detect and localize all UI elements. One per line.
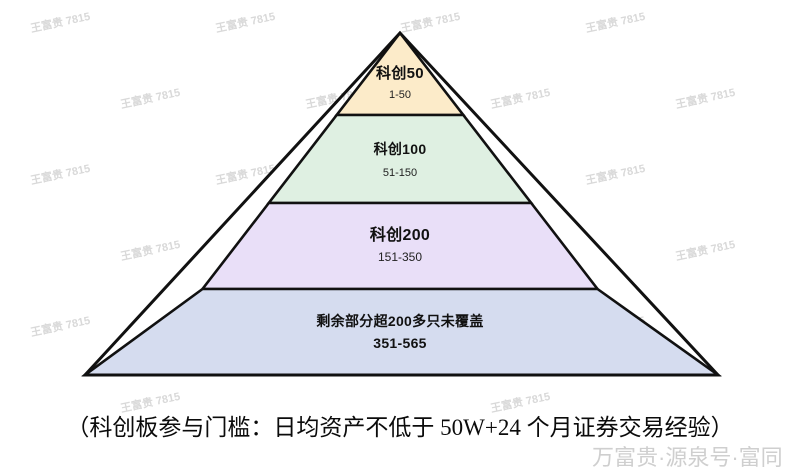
pyramid-tier-2-segment	[266, 113, 534, 205]
pyramid-tier-3-segment	[199, 201, 601, 291]
pyramid-tier-4-segment	[81, 287, 723, 377]
diagram-caption: （科创板参与门槛：日均资产不低于 50W+24 个月证券交易经验）	[66, 415, 734, 440]
pyramid-tier-1-segment	[334, 30, 466, 117]
pyramid-outline	[81, 30, 722, 377]
